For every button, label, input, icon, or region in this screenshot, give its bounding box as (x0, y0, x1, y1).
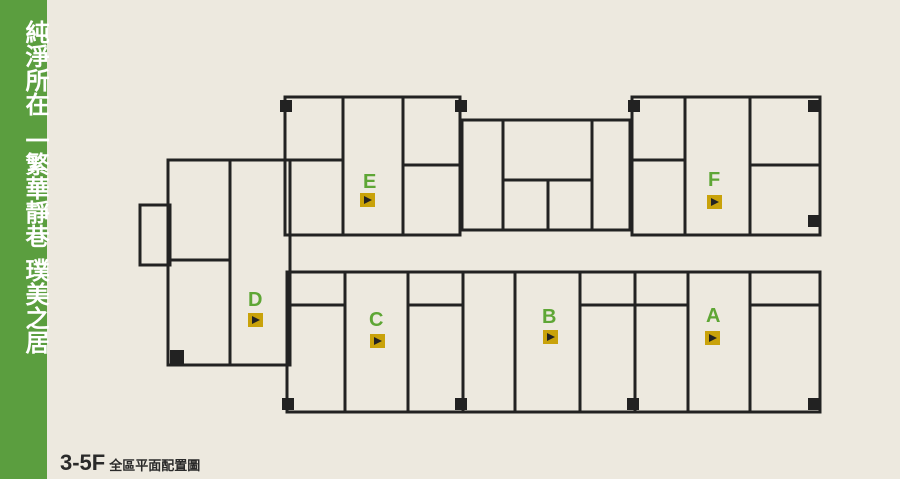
marker-d-icon (248, 313, 263, 327)
columns (170, 100, 820, 410)
slogan-line-2: 一繁華靜巷 (21, 128, 49, 248)
unit-labels: E F D C B A (248, 169, 720, 331)
unit-label-c: C (369, 309, 383, 331)
unit-markers (248, 193, 722, 348)
marker-c-icon (370, 334, 385, 348)
floor-range: 3-5F (60, 450, 106, 475)
marker-f-icon (707, 195, 722, 209)
unit-label-b: B (542, 306, 556, 328)
slogan-sidebar: 純淨所在 一繁華靜巷 璞美之居 (0, 0, 49, 479)
unit-label-d: D (248, 289, 262, 311)
unit-label-e: E (363, 171, 376, 193)
slogan-line-1: 純淨所在 (21, 20, 49, 116)
unit-label-a: A (706, 305, 720, 327)
plan-title: 全區平面配置圖 (109, 458, 201, 473)
walls (138, 95, 822, 414)
marker-e-icon (360, 193, 375, 207)
slogan-line-3: 璞美之居 (21, 258, 49, 354)
marker-b-icon (543, 330, 558, 344)
marker-a-icon (705, 331, 720, 345)
unit-label-f: F (708, 169, 720, 191)
